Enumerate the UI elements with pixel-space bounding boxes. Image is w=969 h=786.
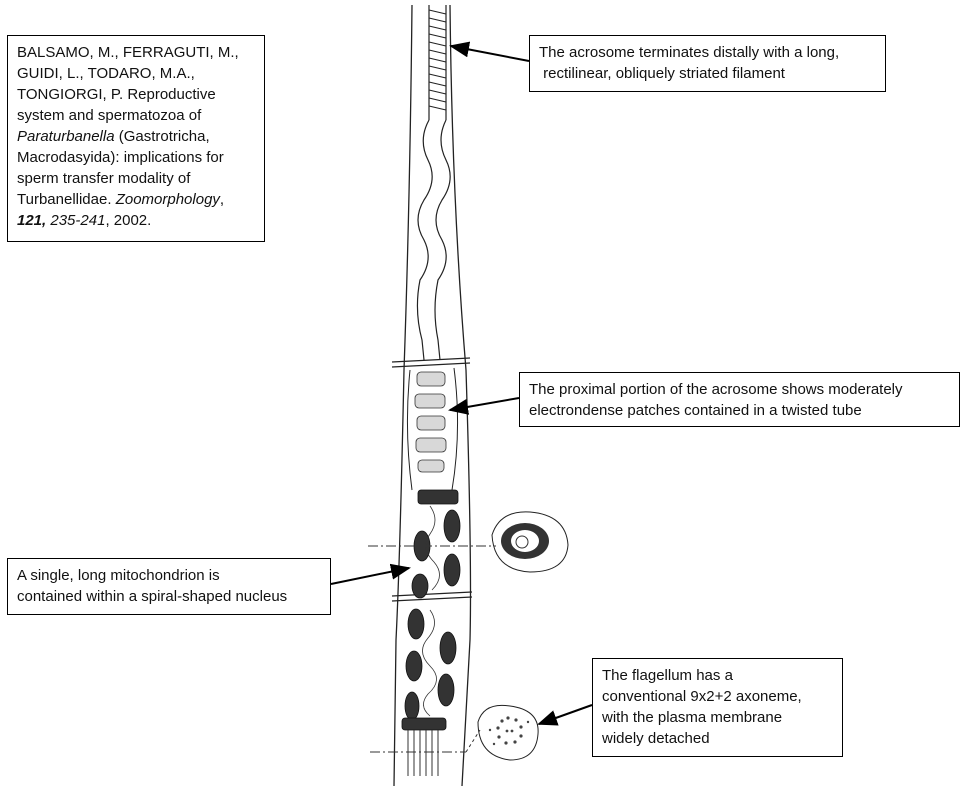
filament-text-1: The acrosome terminates distally with a … [539,44,840,61]
arrow-flagellum [537,704,593,726]
citation-volume: 121, [17,212,47,229]
mito-text-1: A single, long mitochondrion is [17,567,220,584]
citation-title-pre: Reproductive system and spermatozoa of [17,86,216,124]
mito-text-2: contained within a spiral-shaped nucleus [17,588,288,605]
flagellum-text-3: with the plasma membrane [602,709,783,726]
acrosome-patches [414,371,447,473]
filament-text-2: rectilinear, obliquely striated filament [539,65,785,82]
citation-authors: BALSAMO, M., FERRAGUTI, M., GUIDI, L., T… [17,44,239,103]
arrow-filament [449,41,530,62]
flagellum-text-1: The flagellum has a [602,667,733,684]
arrow-acrosome [448,397,520,415]
citation-pages: 235-241 [50,212,106,229]
nucleus-spiral [422,505,440,717]
cross-section-mito [491,511,569,573]
section-cut-2 [391,591,473,597]
acrosome-text-1: The proximal portion of the acrosome sho… [529,381,903,398]
outer-membrane-left [393,4,413,786]
section-cut-1 [391,357,471,363]
citation-journal: Zoomorphology [115,191,220,208]
citation-box: BALSAMO, M., FERRAGUTI, M., GUIDI, L., T… [7,35,265,242]
filament-striations [428,9,447,111]
acrosome-wavy-right [434,119,451,361]
outer-membrane-right [449,4,472,786]
arrow-mito [330,563,411,585]
acrosome-text-2: electrondense patches contained in a twi… [529,402,862,419]
mitochondria [401,489,461,731]
citation-year: , 2002. [105,212,152,229]
acrosome-annotation: The proximal portion of the acrosome sho… [519,372,960,427]
citation-title-post: (Gastrotricha, Macrodasyida): implicatio… [17,128,224,208]
flagellum-annotation: The flagellum has a conventional 9x2+2 a… [592,658,843,757]
flagellum-text-2: conventional 9x2+2 axoneme, [602,688,802,705]
citation-genus: Paraturbanella [17,128,115,145]
cross-section-flagellum [477,704,539,761]
striated-filament [428,5,447,120]
acrosome-wavy-left [416,119,433,361]
flagellum-text-4: widely detached [602,730,710,747]
filament-annotation: The acrosome terminates distally with a … [529,35,886,92]
mitochondrion-annotation: A single, long mitochondrion is containe… [7,558,331,615]
